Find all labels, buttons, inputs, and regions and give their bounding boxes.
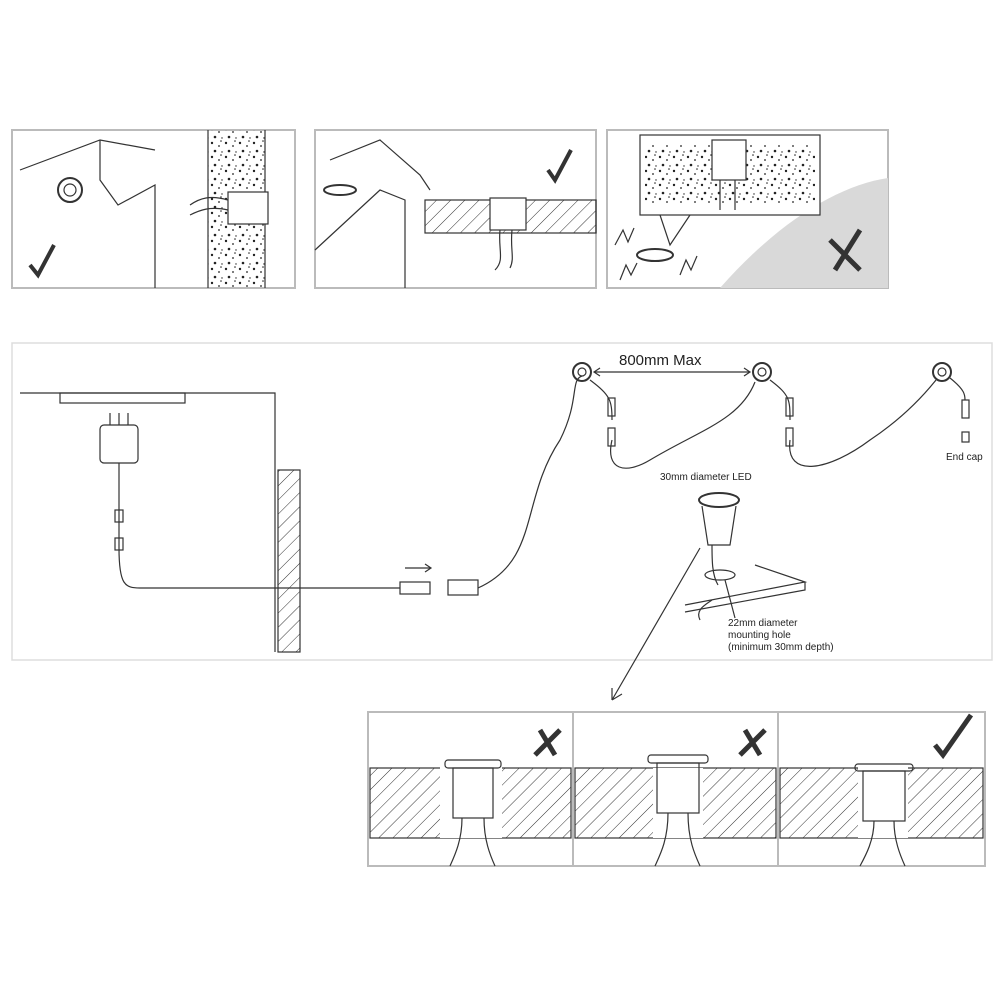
hole-line-3: (minimum 30mm depth): [728, 642, 834, 653]
top-panel-step-mount: [314, 129, 597, 289]
mounting-hole-label: 22mm diameter mounting hole (minimum 30m…: [728, 618, 834, 654]
max-spacing-label: 800mm Max: [619, 352, 702, 369]
top-panel-wall-mount: [11, 129, 296, 289]
bottom-panel-too-high: [369, 728, 572, 867]
hole-line-1: 22mm diameter: [728, 618, 798, 629]
depth-panels: [367, 711, 986, 867]
end-cap-label: End cap: [946, 452, 983, 463]
hole-line-2: mounting hole: [728, 630, 791, 641]
top-panel-ground-mount: [606, 129, 889, 289]
bottom-panel-raised: [574, 728, 777, 867]
wiring-panel: [11, 342, 993, 701]
led-size-label: 30mm diameter LED: [660, 472, 752, 483]
bottom-panel-correct: [779, 713, 984, 867]
